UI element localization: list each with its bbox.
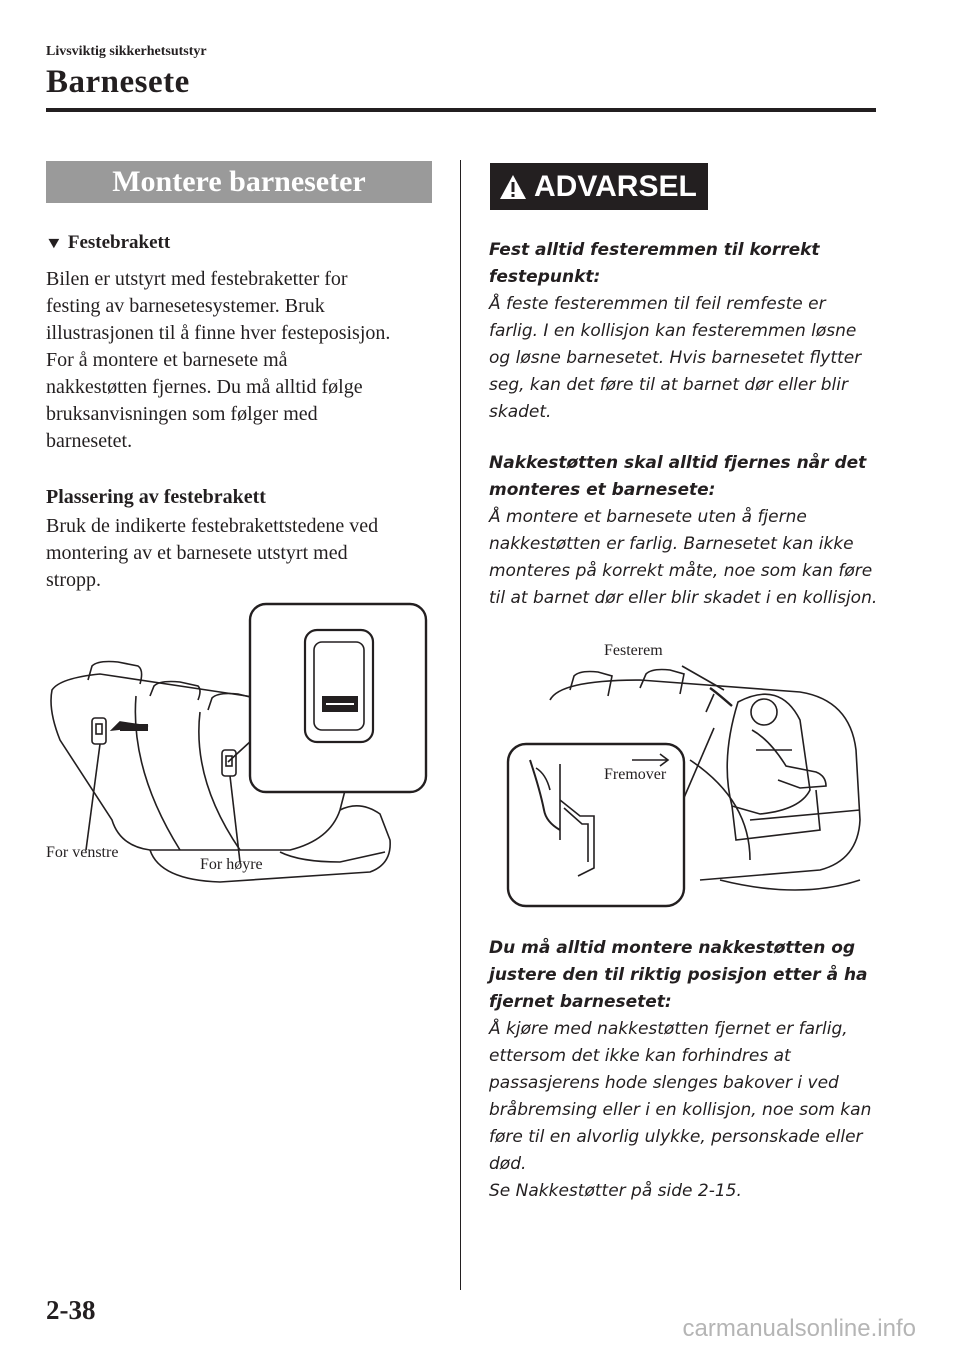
warning-triangle-icon xyxy=(500,174,526,199)
anchor-left xyxy=(91,717,107,745)
warning-body: Å montere et barnesete uten å fjerne nak… xyxy=(489,507,878,608)
column-divider xyxy=(460,160,461,1290)
warning-body: Å feste festeremmen til feil remfeste er… xyxy=(489,294,862,422)
festebrakett-subheading: ▼Festebrakett xyxy=(44,232,171,254)
placement-paragraph: Bruk de indikerte festebrakettstedene ve… xyxy=(46,515,379,591)
warning-title: Du må alltid montere nakkestøtten og jus… xyxy=(489,938,868,1012)
header-rule xyxy=(46,108,876,112)
section-title: Barnesete xyxy=(46,64,190,100)
warning-block-3: Du må alltid montere nakkestøtten og jus… xyxy=(489,935,879,1205)
seat-anchor-illustration: For venstre For høyre xyxy=(40,600,440,890)
headrest-2 xyxy=(639,668,685,695)
label-for-venstre: For venstre xyxy=(46,844,119,861)
warning-label: ADVARSEL xyxy=(534,170,697,203)
intro-paragraph: Bilen er utstyrt med festebraketter for … xyxy=(46,268,391,452)
placement-subheading: Plassering av festebrakett xyxy=(46,486,266,508)
watermark: carmanualsonline.info xyxy=(682,1315,916,1342)
child-head xyxy=(750,698,778,726)
tether-strap-illustration: Festerem Fremover xyxy=(500,640,870,910)
child-seat-drawing xyxy=(506,665,861,908)
anchor-right xyxy=(221,749,237,777)
warning-body: Å kjøre med nakkestøtten fjernet er farl… xyxy=(489,1019,872,1201)
label-festerem: Festerem xyxy=(604,642,663,659)
headrest-left xyxy=(87,660,143,685)
headrest-1 xyxy=(569,670,613,697)
warning-title: Nakkestøtten skal alltid fjernes når det… xyxy=(489,453,867,500)
montere-barneseter-heading: Montere barneseter xyxy=(46,161,432,203)
headrest-center xyxy=(149,680,201,701)
forward-arrow-icon xyxy=(632,753,670,767)
label-for-hoyre: For høyre xyxy=(200,856,263,873)
label-fremover: Fremover xyxy=(604,766,667,783)
warning-block-1: Fest alltid festeremmen til korrekt fest… xyxy=(489,237,879,426)
warning-badge: ADVARSEL xyxy=(490,163,708,210)
page-number: 2-38 xyxy=(46,1295,96,1325)
breadcrumb: Livsviktig sikkerhetsutstyr xyxy=(46,44,207,59)
festebrakett-label: Festebrakett xyxy=(67,232,171,253)
warning-title: Fest alltid festeremmen til korrekt fest… xyxy=(489,240,820,287)
triangle-down-icon: ▼ xyxy=(44,235,64,252)
zoom-callout xyxy=(506,742,686,908)
warning-block-2: Nakkestøtten skal alltid fjernes når det… xyxy=(489,450,879,612)
rear-seat-drawing xyxy=(50,602,428,883)
